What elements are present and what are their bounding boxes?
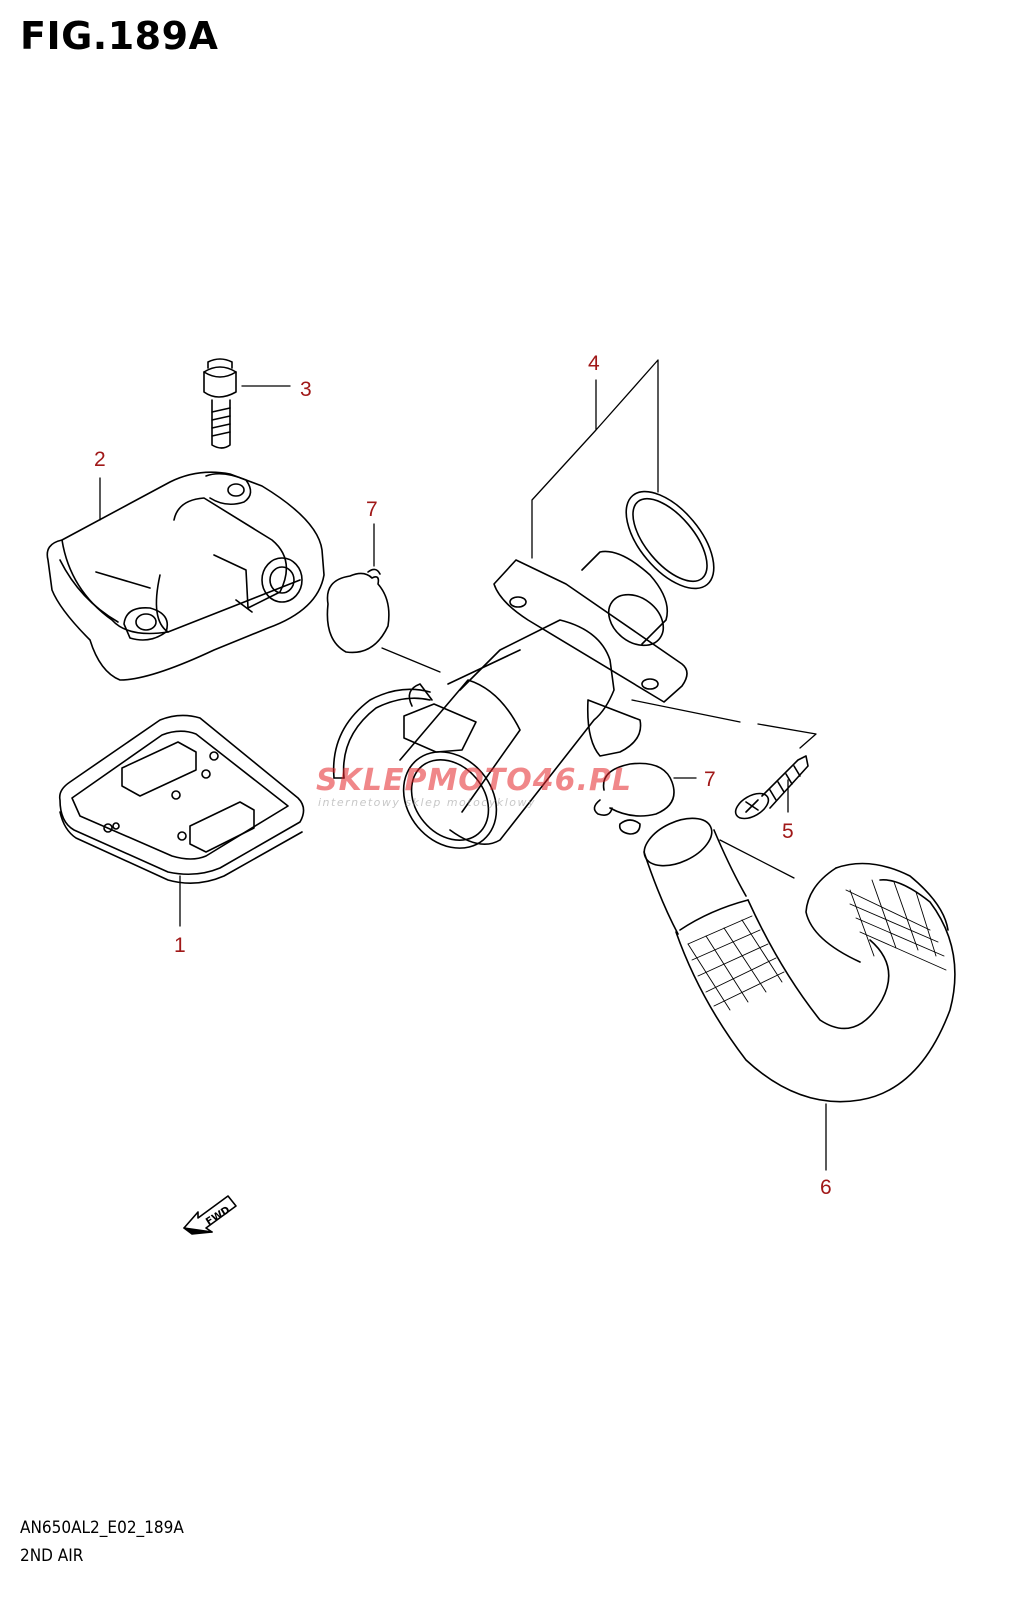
cover-part-2 bbox=[46, 471, 325, 681]
callout-4[interactable]: 4 bbox=[588, 352, 600, 375]
clip-part-7b bbox=[593, 762, 675, 835]
watermark-tagline: internetowy sklep motocyklowy bbox=[318, 796, 536, 809]
figure-name: 2ND AIR bbox=[20, 1546, 84, 1566]
callout-2[interactable]: 2 bbox=[94, 448, 106, 471]
valve-part-4 bbox=[399, 550, 688, 849]
o-ring-part-4 bbox=[625, 490, 715, 590]
figure-code: AN650AL2_E02_189A bbox=[20, 1518, 184, 1538]
callout-3[interactable]: 3 bbox=[300, 378, 312, 401]
callout-5[interactable]: 5 bbox=[782, 820, 794, 843]
wire-clip bbox=[332, 688, 431, 779]
screw-part-5 bbox=[734, 755, 809, 820]
fwd-arrow-icon bbox=[183, 1195, 237, 1235]
hose-part-6 bbox=[643, 817, 956, 1103]
callout-1[interactable]: 1 bbox=[174, 934, 186, 957]
leader-screw bbox=[631, 699, 817, 749]
watermark-brand: SKLEPMOTO46.PL bbox=[316, 763, 632, 798]
callout-7b[interactable]: 7 bbox=[704, 768, 716, 791]
bolt-part-3 bbox=[203, 358, 237, 449]
leader-4 bbox=[531, 359, 659, 559]
callout-7a[interactable]: 7 bbox=[366, 498, 378, 521]
callout-6[interactable]: 6 bbox=[820, 1176, 832, 1199]
figure-title: FIG.189A bbox=[20, 14, 219, 58]
leader-hose bbox=[719, 839, 795, 879]
clip-part-7a bbox=[326, 568, 390, 654]
watermark-logo: SKLEPMOTO46.PL internetowy sklep motocyk… bbox=[316, 763, 632, 809]
leader-valve-clip bbox=[381, 647, 441, 673]
gasket-part-1 bbox=[58, 714, 305, 884]
